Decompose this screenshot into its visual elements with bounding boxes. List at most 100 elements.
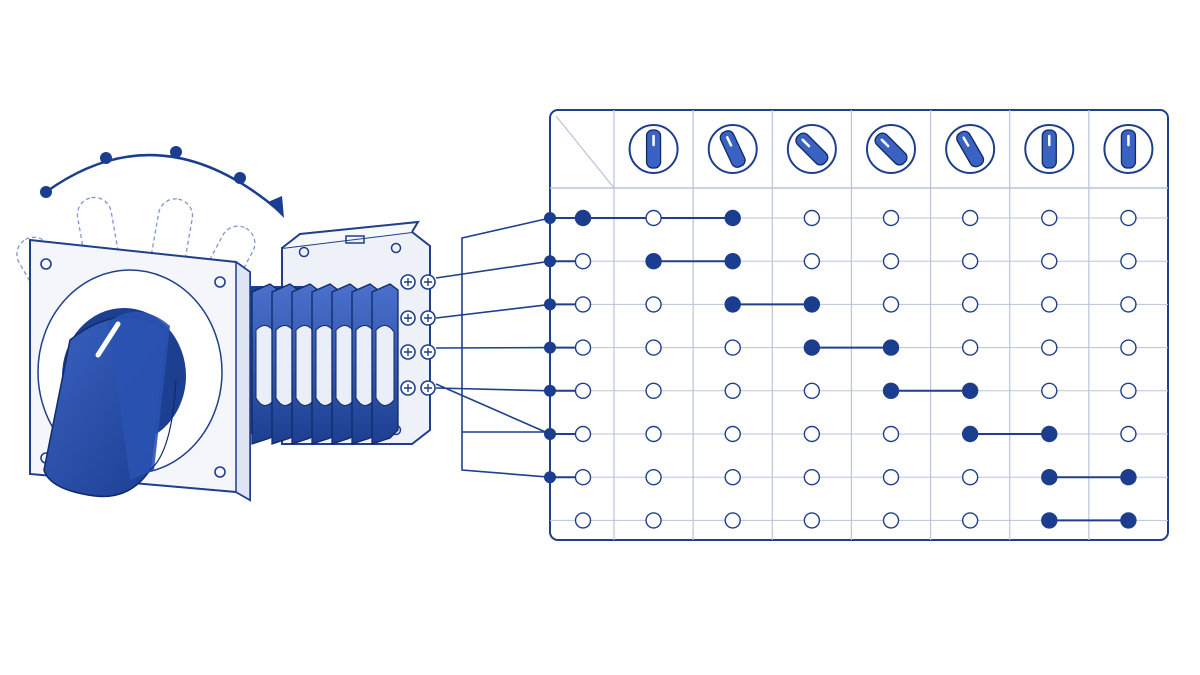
contact-open-dot	[882, 512, 900, 529]
leader-bracket	[461, 217, 551, 478]
contact-open-dot	[574, 296, 592, 313]
cam-notch	[335, 325, 355, 406]
contact-open-dot	[882, 253, 900, 270]
ghost-knob-positions	[16, 196, 256, 347]
screw-cross	[424, 348, 432, 356]
screw-cross	[404, 348, 412, 356]
contact-open-dot	[645, 382, 662, 399]
contact-open-dot	[645, 425, 662, 443]
contact-closed-dot	[1120, 469, 1137, 486]
screw-cross	[424, 314, 432, 322]
contact-open-dot	[1041, 253, 1058, 270]
contact-closed-dot	[803, 339, 821, 356]
position-dot	[234, 172, 246, 184]
knob-indicator	[801, 138, 811, 148]
knob-indicator	[962, 136, 970, 147]
contact-open-dot	[1120, 296, 1137, 313]
contact-open-dot	[724, 512, 741, 529]
cam-notch	[315, 325, 335, 406]
contact-open-dot	[1120, 382, 1137, 399]
contact-closed-dot	[961, 425, 979, 443]
contact-open-dot	[803, 512, 821, 529]
contact-closed-dot	[882, 382, 900, 399]
contact-open-dot	[1120, 339, 1137, 356]
knob-bar	[1120, 129, 1137, 169]
contact-open-dot	[645, 512, 662, 529]
knob-position-icon	[786, 124, 837, 174]
contact-open-dot	[645, 339, 662, 356]
screw-cross	[404, 384, 412, 392]
contact-open-dot	[961, 512, 979, 529]
contact-open-dot	[1041, 339, 1058, 356]
contact-open-dot	[882, 296, 900, 313]
screw-cross	[404, 278, 412, 286]
contact-closed-dot	[1120, 512, 1137, 529]
contact-open-dot	[1041, 382, 1058, 399]
knob-bar	[1041, 129, 1057, 169]
contact-open-dot	[574, 512, 592, 529]
knob-position-icon	[866, 124, 916, 174]
position-dot	[40, 186, 52, 198]
terminal-screws	[400, 274, 436, 396]
contact-closed-dot	[724, 209, 741, 227]
contact-open-dot	[803, 469, 821, 486]
contact-open-dot	[882, 209, 900, 227]
contact-open-dot	[1041, 296, 1058, 313]
contact-closed-dot	[882, 339, 900, 356]
contact-open-dot	[1120, 425, 1137, 443]
contact-open-dot	[803, 425, 821, 443]
screw-cross	[424, 384, 432, 392]
leader-line	[435, 303, 551, 319]
knob-position-icon	[707, 124, 758, 174]
cam-notch	[275, 325, 295, 406]
cam-notch	[375, 325, 395, 406]
contact-open-dot	[961, 296, 979, 313]
cam-notch	[295, 325, 315, 406]
position-dot	[170, 146, 182, 158]
knob-bar	[719, 130, 746, 168]
contact-open-dot	[1120, 209, 1137, 227]
contact-open-dot	[724, 339, 741, 356]
contact-open-dot	[882, 425, 900, 443]
contact-open-dot	[574, 382, 592, 399]
contact-open-dot	[961, 469, 979, 486]
contact-open-dot	[724, 469, 741, 486]
rotary-cam-switch-icon	[16, 146, 551, 502]
contact-open-dot	[961, 253, 979, 270]
contact-open-dot	[803, 253, 821, 270]
knob-bar	[956, 130, 985, 168]
contact-open-dot	[803, 382, 821, 399]
contact-open-dot	[574, 425, 592, 443]
leader-line	[435, 383, 551, 435]
screw-cross	[404, 314, 412, 322]
contact-open-dot	[574, 339, 592, 356]
row-terminal-dot	[544, 298, 556, 311]
leader-line	[435, 387, 551, 392]
contact-closed-dot	[1041, 425, 1058, 443]
position-dots	[40, 146, 246, 198]
row-terminal-dot	[544, 255, 556, 268]
switching-diagram-table-icon	[544, 109, 1169, 541]
knob-position-icon	[945, 124, 996, 174]
position-dot	[100, 152, 112, 164]
cam-notch	[355, 325, 375, 406]
row-terminal-dot	[544, 428, 556, 440]
contact-open-dot	[882, 469, 900, 486]
knob-indicator	[725, 135, 733, 147]
switch-knob	[43, 308, 186, 498]
contact-open-dot	[574, 469, 592, 486]
contact-closed-dot	[961, 382, 979, 399]
knob-position-icon	[1024, 124, 1075, 174]
contact-open-dot	[645, 469, 662, 486]
curved-arrow-icon	[45, 153, 284, 218]
row-terminal-dot	[544, 384, 556, 397]
contact-closed-dot	[1041, 512, 1058, 529]
knob-position-icon	[1103, 124, 1154, 174]
contact-open-dot	[961, 339, 979, 356]
contact-open-dot	[1041, 209, 1058, 227]
contact-open-dot	[574, 253, 592, 270]
leader-line	[435, 260, 551, 279]
knob-indicator	[880, 138, 890, 148]
